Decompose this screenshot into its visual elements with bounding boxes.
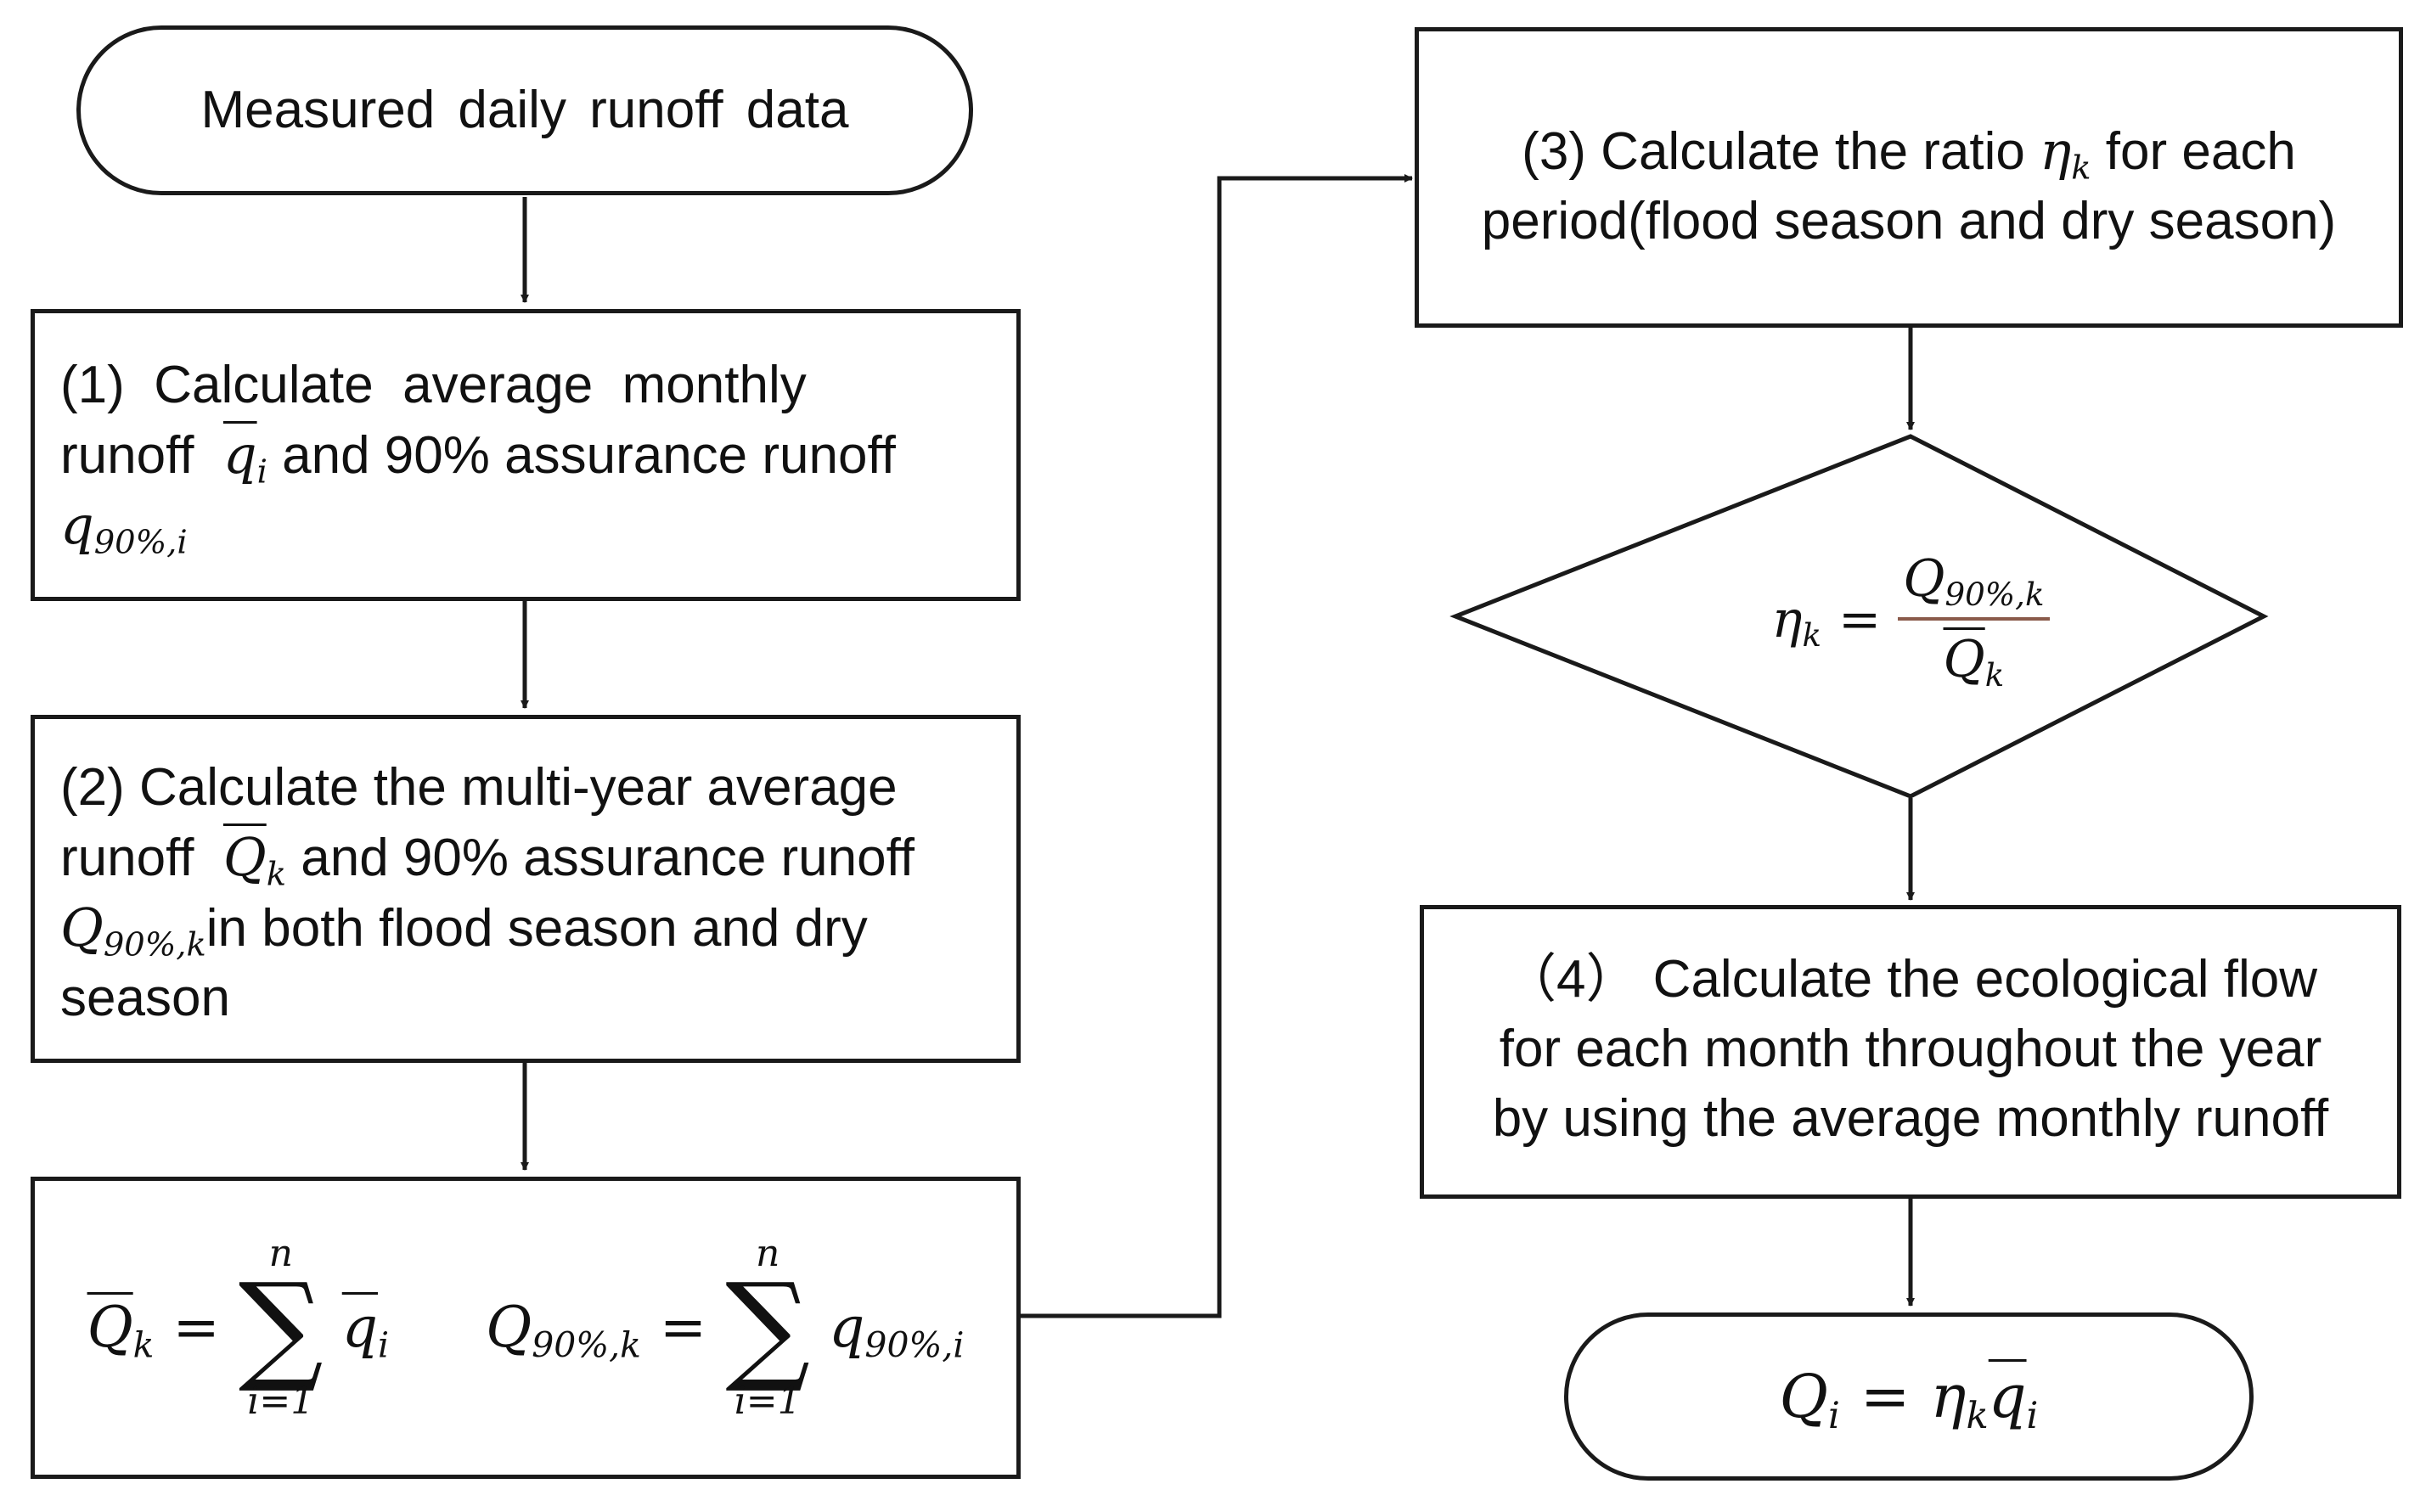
step3-line1: (3) Calculate the ratio ηk for each (1522, 120, 2296, 188)
step1-line2: runoff qi and 90% assurance runoff (60, 424, 896, 492)
step4-line3: by using the average monthly runoff (1492, 1089, 2329, 1148)
step1-line3: q90%,i (60, 494, 188, 562)
step1-line1: (1) Calculate average monthly (60, 356, 807, 414)
sum-symbol-1: n ∑ i=1 (238, 1232, 324, 1423)
step2-line3: Q90%,kin both flood season and dry (60, 897, 868, 964)
start-label: Measured daily runoff data (200, 81, 849, 139)
step4-box: （4） Calculate the ecological flow for ea… (1420, 905, 2401, 1199)
q-bar-symbol: q (222, 424, 257, 486)
step1-box: (1) Calculate average monthly runoff qi … (31, 309, 1021, 601)
step4-line2: for each month throughout the year (1499, 1020, 2322, 1078)
step3-line2: period(flood season and dry season) (1481, 192, 2337, 250)
step2-line1: (2) Calculate the multi-year average (60, 758, 898, 817)
step3-box: (3) Calculate the ratio ηk for each peri… (1415, 27, 2403, 328)
start-terminal: Measured daily runoff data (76, 25, 973, 195)
end-terminal: Qi = ηkqi (1564, 1312, 2254, 1481)
ratio-decision-diamond (1449, 434, 2269, 799)
arrow-formula1-to-step3 (1021, 174, 1413, 1318)
step2-line4: season (60, 969, 230, 1027)
ratio-formula: ηk = Q90%,k Qk (1715, 535, 2106, 705)
step2-line2: runoff Qk and 90% assurance runoff (60, 826, 915, 894)
step4-line1: （4） Calculate the ecological flow (1503, 950, 2318, 1009)
step2-box: (2) Calculate the multi-year average run… (31, 715, 1021, 1063)
summation-formulas: Qk = n ∑ i=1 qi Q90%,k = n ∑ i=1 q90%,i (87, 1232, 965, 1423)
summation-formula-box: Qk = n ∑ i=1 qi Q90%,k = n ∑ i=1 q90%,i (31, 1177, 1021, 1479)
sum-symbol-2: n ∑ i=1 (725, 1232, 811, 1423)
